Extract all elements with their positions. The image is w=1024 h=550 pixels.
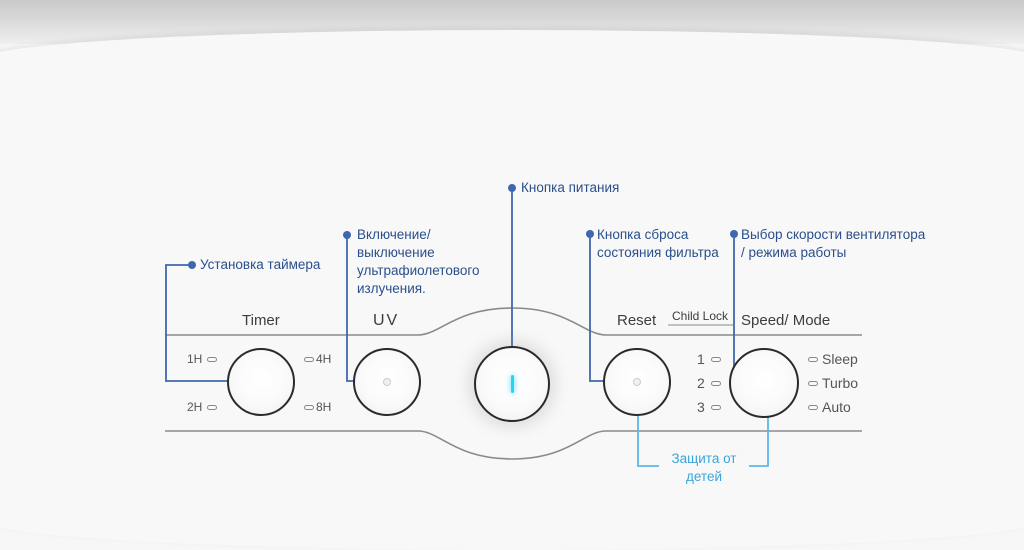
mode-turbo-label: Turbo xyxy=(822,375,859,391)
power-indicator-led xyxy=(511,375,514,393)
timer-2h-label: 2H xyxy=(187,400,203,414)
speed-level-3-label: 3 xyxy=(697,399,705,415)
annotation-uv: Включение/ выключение ультрафиолетового … xyxy=(357,227,480,296)
speed-level-1-led xyxy=(711,357,721,362)
timer-1h-led xyxy=(207,357,217,362)
annotation-reset: Кнопка сброса состояния фильтра xyxy=(597,227,719,260)
timer-8h-led xyxy=(304,405,314,410)
reset-button[interactable] xyxy=(603,348,671,416)
power-button[interactable] xyxy=(474,346,550,422)
uv-button[interactable] xyxy=(353,348,421,416)
annotation-child-lock: Защита от детей xyxy=(671,451,737,484)
timer-label: Timer xyxy=(242,312,280,329)
annotation-dot-uv xyxy=(343,231,351,239)
mode-turbo-led xyxy=(808,381,818,386)
speed-level-2-label: 2 xyxy=(697,375,705,391)
annotation-dot-power xyxy=(508,184,516,192)
annotation-power: Кнопка питания xyxy=(521,180,620,195)
reset-label: Reset xyxy=(617,312,657,329)
reset-indicator-dot xyxy=(633,378,641,386)
annotation-dot-reset xyxy=(586,230,594,238)
mode-auto-label: Auto xyxy=(822,399,851,415)
speed-level-3-led xyxy=(711,405,721,410)
timer-4h-label: 4H xyxy=(316,352,332,366)
mode-sleep-label: Sleep xyxy=(822,351,858,367)
annotation-dot-speed xyxy=(730,230,738,238)
timer-8h-label: 8H xyxy=(316,400,332,414)
speed-level-2-led xyxy=(711,381,721,386)
annotation-timer: Установка таймера xyxy=(200,257,321,272)
timer-2h-led xyxy=(207,405,217,410)
timer-1h-label: 1H xyxy=(187,352,203,366)
annotation-dot-timer xyxy=(188,261,196,269)
speed-level-1-label: 1 xyxy=(697,351,705,367)
timer-button[interactable] xyxy=(227,348,295,416)
speed-mode-label: Speed/ Mode xyxy=(741,312,831,329)
speed-mode-button[interactable] xyxy=(729,348,799,418)
annotation-speed: Выбор скорости вентилятора / режима рабо… xyxy=(741,227,926,260)
timer-4h-led xyxy=(304,357,314,362)
child-lock-label: Child Lock xyxy=(672,309,729,323)
uv-label: UV xyxy=(373,312,400,329)
mode-sleep-led xyxy=(808,357,818,362)
uv-indicator-dot xyxy=(383,378,391,386)
mode-auto-led xyxy=(808,405,818,410)
